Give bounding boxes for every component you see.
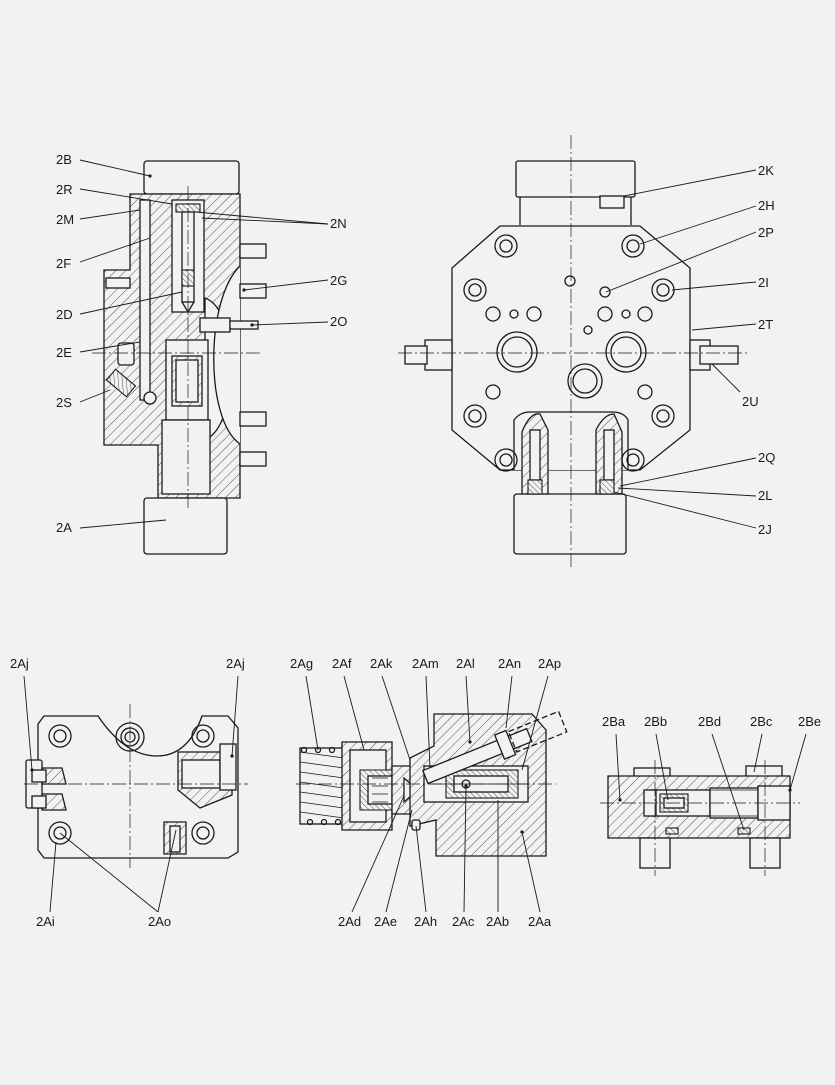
label-2Al: 2Al xyxy=(456,656,475,671)
callout-labels: 2B 2R 2M 2F 2D 2E 2S 2A 2N 2G 2O 2K 2H 2… xyxy=(10,152,821,929)
label-2Aj-right: 2Aj xyxy=(226,656,245,671)
label-2Aa: 2Aa xyxy=(528,914,552,929)
label-2U: 2U xyxy=(742,394,759,409)
label-2F: 2F xyxy=(56,256,71,271)
spring xyxy=(299,746,345,826)
label-2N: 2N xyxy=(330,216,347,231)
label-2Bd: 2Bd xyxy=(698,714,721,729)
label-2Ae: 2Ae xyxy=(374,914,397,929)
label-2Aj-left: 2Aj xyxy=(10,656,29,671)
label-2Ak: 2Ak xyxy=(370,656,393,671)
label-2An: 2An xyxy=(498,656,521,671)
label-2I: 2I xyxy=(758,275,769,290)
front-view xyxy=(398,135,748,570)
label-2G: 2G xyxy=(330,273,347,288)
label-2Ap: 2Ap xyxy=(538,656,561,671)
label-2B: 2B xyxy=(56,152,72,167)
label-2Ao: 2Ao xyxy=(148,914,171,929)
label-2H: 2H xyxy=(758,198,775,213)
label-2Ab: 2Ab xyxy=(486,914,509,929)
label-2Ah: 2Ah xyxy=(414,914,437,929)
label-2L: 2L xyxy=(758,488,772,503)
label-2R: 2R xyxy=(56,182,73,197)
label-2Am: 2Am xyxy=(412,656,439,671)
leader-dots xyxy=(30,174,792,834)
label-2Ac: 2Ac xyxy=(452,914,475,929)
label-2P: 2P xyxy=(758,225,774,240)
label-2M: 2M xyxy=(56,212,74,227)
label-2T: 2T xyxy=(758,317,773,332)
front-bolt-holes xyxy=(463,234,675,472)
label-2Be: 2Be xyxy=(798,714,821,729)
label-2E: 2E xyxy=(56,345,72,360)
label-2S: 2S xyxy=(56,395,72,410)
label-2Bc: 2Bc xyxy=(750,714,773,729)
label-2Q: 2Q xyxy=(758,450,775,465)
label-2O: 2O xyxy=(330,314,347,329)
block-2a-view xyxy=(24,704,248,868)
block-2b-section-view xyxy=(600,760,800,876)
label-2Af: 2Af xyxy=(332,656,352,671)
label-2Ba: 2Ba xyxy=(602,714,626,729)
label-2Ag: 2Ag xyxy=(290,656,313,671)
side-section-view xyxy=(92,160,267,555)
block-2a-section-view xyxy=(296,710,568,857)
label-2D: 2D xyxy=(56,307,73,322)
label-2Ai: 2Ai xyxy=(36,914,55,929)
label-2K: 2K xyxy=(758,163,774,178)
label-2A: 2A xyxy=(56,520,72,535)
leader-lines xyxy=(23,159,807,913)
label-2Ad: 2Ad xyxy=(338,914,361,929)
label-2J: 2J xyxy=(758,522,772,537)
label-2Bb: 2Bb xyxy=(644,714,667,729)
